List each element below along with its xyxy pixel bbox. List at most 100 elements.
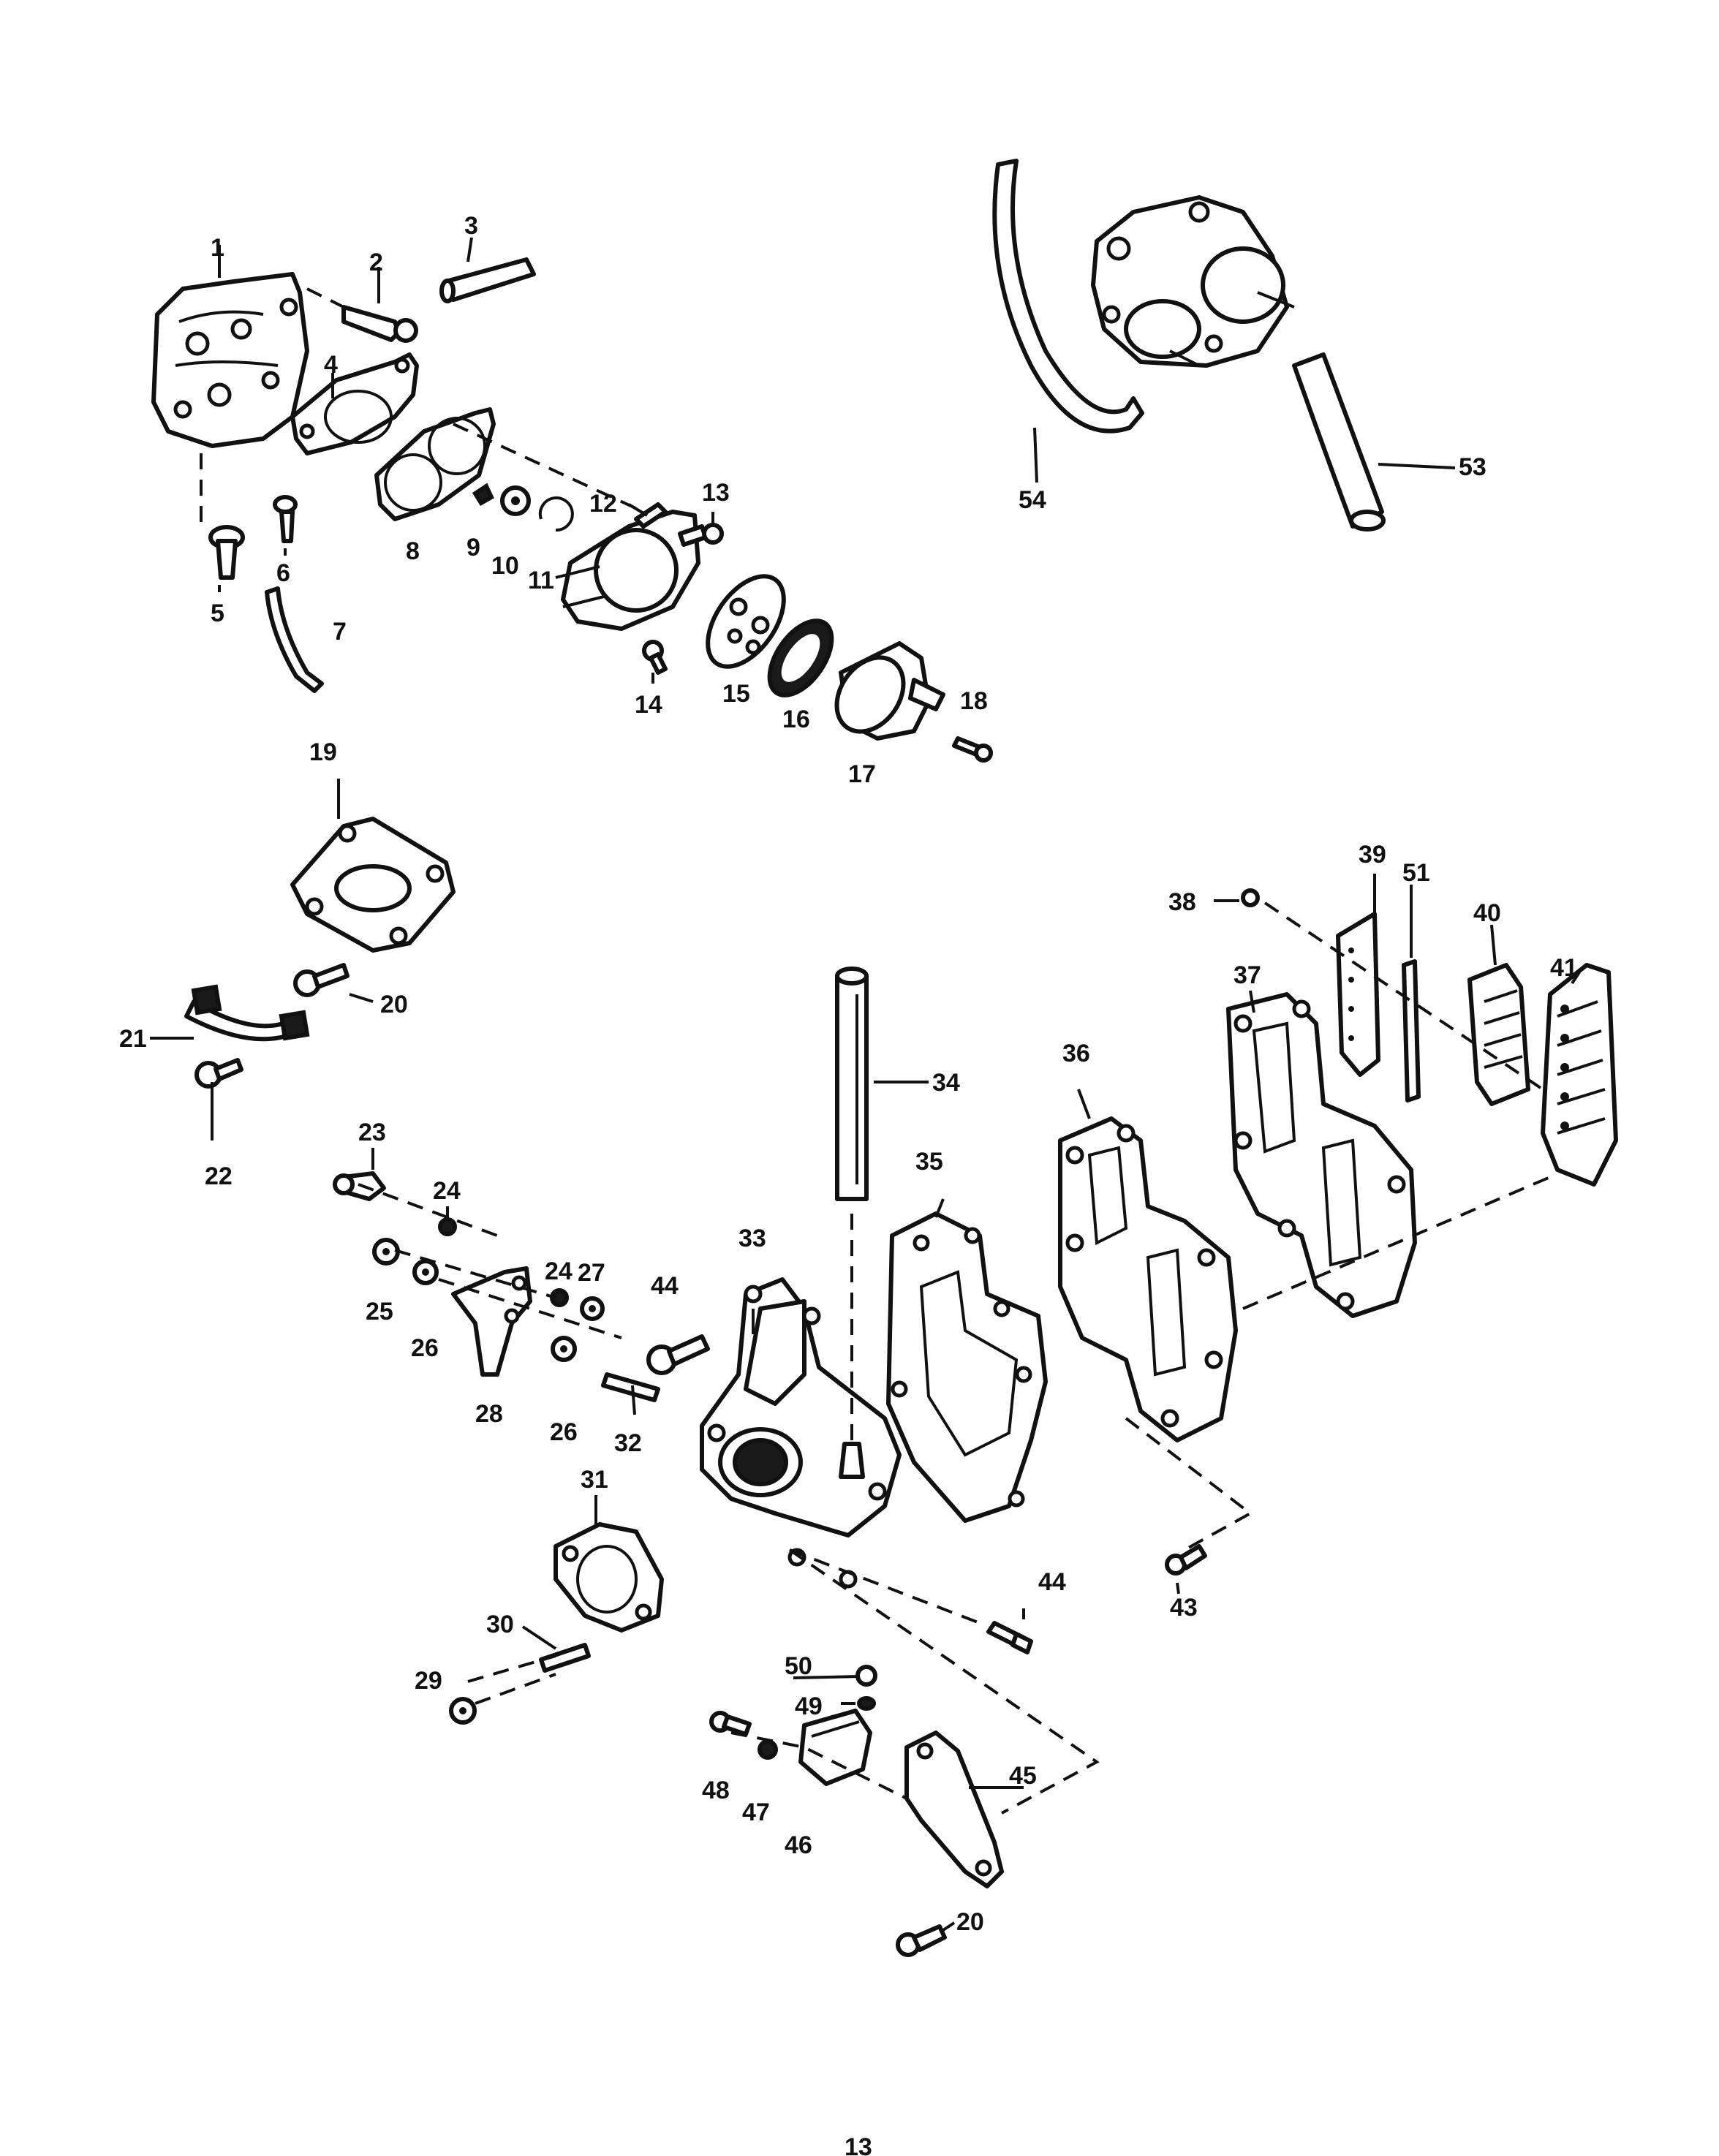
callout-10: 10 bbox=[491, 552, 519, 580]
assembly-line-linkage bbox=[358, 1183, 622, 1339]
callout-1: 1 bbox=[211, 234, 224, 262]
pump-valve-disc bbox=[706, 574, 786, 669]
snap-ring bbox=[538, 496, 574, 532]
screw-13 bbox=[678, 523, 724, 547]
nut-29 bbox=[449, 1697, 477, 1725]
pump-gasket-large bbox=[290, 352, 419, 455]
callout-23: 23 bbox=[358, 1119, 386, 1146]
callout-3: 3 bbox=[464, 212, 478, 240]
callout-35: 35 bbox=[915, 1148, 943, 1176]
callout-51: 51 bbox=[1402, 859, 1430, 887]
callout-5: 5 bbox=[211, 599, 224, 627]
bolt-20-lower bbox=[896, 1924, 947, 1957]
callout-31: 31 bbox=[581, 1466, 608, 1494]
callout-33: 33 bbox=[738, 1225, 766, 1252]
fitting-elbow bbox=[341, 305, 418, 343]
fuel-hose-short bbox=[439, 257, 536, 303]
elbow-fitting-23 bbox=[333, 1171, 386, 1201]
bolt-44-upper bbox=[646, 1334, 710, 1375]
callout-40: 40 bbox=[1473, 899, 1501, 927]
valve-retainer bbox=[500, 485, 531, 516]
callout-11: 11 bbox=[528, 567, 554, 594]
callout-54: 54 bbox=[1019, 486, 1046, 514]
reed-stop-39 bbox=[1336, 912, 1380, 1077]
callout-9: 9 bbox=[466, 534, 480, 561]
assembly-line-reed bbox=[1263, 901, 1544, 1091]
callout-15: 15 bbox=[722, 680, 750, 708]
electric-fuel-pump bbox=[1091, 195, 1295, 368]
nut-25 bbox=[372, 1238, 400, 1266]
callout-14: 14 bbox=[635, 691, 662, 719]
bolt-44-lower bbox=[986, 1621, 1033, 1654]
bolt-5 bbox=[208, 525, 245, 580]
o-ring-seal bbox=[767, 619, 834, 697]
fuel-tube-34 bbox=[835, 967, 869, 1201]
callout-46: 46 bbox=[785, 1831, 812, 1859]
reed-petals-40 bbox=[1467, 963, 1530, 1106]
callout-53: 53 bbox=[1459, 453, 1486, 481]
callout-16: 16 bbox=[782, 706, 810, 733]
shift-lever-45 bbox=[904, 1731, 1004, 1888]
washer-24a bbox=[438, 1217, 457, 1236]
reed-block-41 bbox=[1541, 963, 1618, 1187]
reed-plate-36 bbox=[1058, 1116, 1238, 1442]
assembly-line-reed-lower bbox=[1242, 1176, 1551, 1310]
callout-6: 6 bbox=[276, 559, 290, 587]
callout-25: 25 bbox=[366, 1298, 393, 1325]
callout-labels: 1 2 3 4 5 6 7 8 9 10 11 12 13 14 15 16 1… bbox=[119, 212, 1578, 1936]
screw-43 bbox=[1165, 1544, 1207, 1576]
intake-manifold bbox=[700, 1277, 902, 1589]
diaphragm-plate bbox=[374, 407, 496, 521]
callout-26b: 26 bbox=[550, 1418, 578, 1446]
callout-38: 38 bbox=[1168, 888, 1196, 916]
callout-13: 13 bbox=[702, 479, 730, 507]
clamp-bracket bbox=[184, 984, 310, 1042]
callout-2: 2 bbox=[369, 249, 383, 276]
stud-30 bbox=[539, 1643, 591, 1673]
callout-4: 4 bbox=[324, 351, 338, 379]
callout-20-lower: 20 bbox=[956, 1908, 984, 1936]
callout-27: 27 bbox=[578, 1259, 605, 1287]
pump-motor-cover bbox=[634, 502, 668, 529]
throttle-lever bbox=[451, 1266, 532, 1377]
callout-50: 50 bbox=[785, 1652, 812, 1680]
callout-26a: 26 bbox=[411, 1334, 439, 1362]
washer-49 bbox=[857, 1696, 876, 1711]
assembly-line-screw-43 bbox=[1125, 1417, 1253, 1551]
switch-bracket-46 bbox=[798, 1709, 872, 1786]
callout-20-upper: 20 bbox=[380, 991, 408, 1018]
callout-49: 49 bbox=[795, 1692, 823, 1720]
callout-18: 18 bbox=[960, 687, 988, 715]
callout-37: 37 bbox=[1233, 961, 1261, 989]
callout-29: 29 bbox=[415, 1667, 442, 1695]
screw-18 bbox=[952, 736, 993, 763]
nut-27 bbox=[580, 1296, 605, 1321]
callout-21: 21 bbox=[119, 1025, 147, 1053]
callout-36: 36 bbox=[1062, 1040, 1090, 1067]
page-number: 13 bbox=[845, 2133, 872, 2156]
nozzle-fitting bbox=[839, 1442, 865, 1479]
callout-22: 22 bbox=[205, 1162, 233, 1190]
fuel-hose-7 bbox=[265, 586, 324, 693]
callout-17: 17 bbox=[848, 760, 876, 788]
callout-44-lower: 44 bbox=[1038, 1568, 1066, 1596]
callout-34: 34 bbox=[932, 1069, 960, 1097]
callout-44-upper: 44 bbox=[651, 1272, 679, 1300]
reed-plate-37 bbox=[1226, 992, 1417, 1318]
pump-motor-housing bbox=[555, 510, 700, 631]
fuel-line-straight bbox=[1292, 352, 1386, 532]
assembly-line-lever bbox=[788, 1548, 1100, 1815]
callout-47: 47 bbox=[742, 1798, 770, 1826]
pump-end-cap bbox=[834, 641, 945, 741]
assembly-line-fitting bbox=[306, 287, 352, 312]
callout-8: 8 bbox=[406, 537, 420, 565]
callout-19: 19 bbox=[309, 738, 337, 766]
callout-45: 45 bbox=[1009, 1762, 1037, 1790]
fuel-line-curved bbox=[992, 159, 1144, 434]
callout-24b: 24 bbox=[545, 1257, 573, 1285]
callout-12: 12 bbox=[589, 490, 617, 518]
callout-30: 30 bbox=[486, 1611, 514, 1638]
callout-41: 41 bbox=[1550, 954, 1578, 982]
callout-39: 39 bbox=[1359, 841, 1386, 869]
